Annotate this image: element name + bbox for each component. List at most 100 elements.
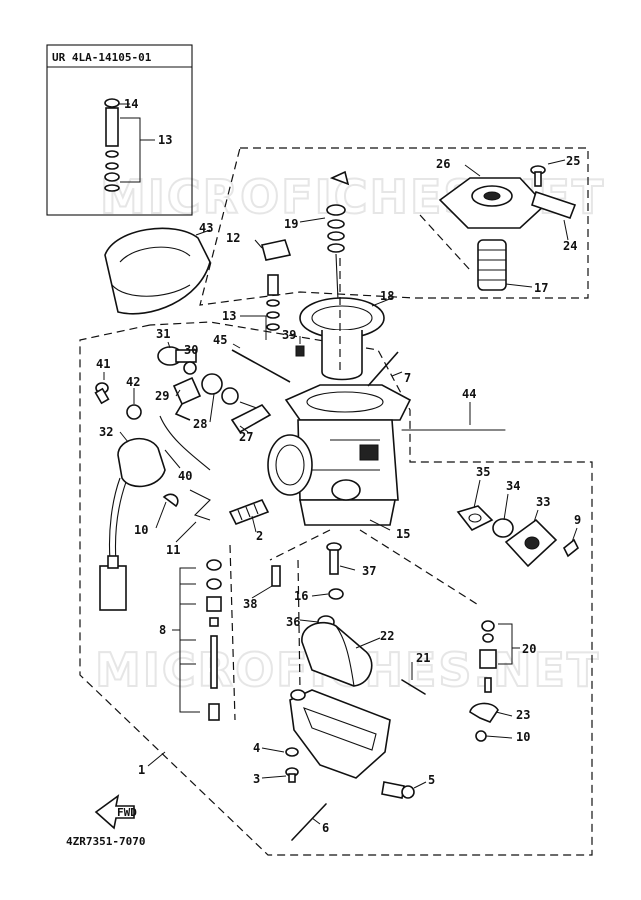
part-label-9: 9 bbox=[574, 513, 581, 527]
part-label-38: 38 bbox=[243, 597, 257, 611]
pipe-7 bbox=[367, 351, 399, 387]
part-label-17: 17 bbox=[534, 281, 548, 295]
part-label-14: 14 bbox=[124, 97, 138, 111]
part-label-40: 40 bbox=[178, 469, 192, 483]
screw-9 bbox=[562, 538, 580, 558]
cover-33 bbox=[504, 518, 558, 568]
part-label-20: 20 bbox=[522, 642, 536, 656]
bracket-23 bbox=[469, 702, 499, 723]
part-label-7: 7 bbox=[404, 371, 411, 385]
cap-bracket bbox=[531, 190, 577, 220]
part-label-37: 37 bbox=[362, 564, 376, 578]
part-label-43: 43 bbox=[199, 221, 213, 235]
part-label-44: 44 bbox=[462, 387, 476, 401]
washer-4 bbox=[285, 747, 299, 757]
part-label-13: 13 bbox=[222, 309, 236, 323]
spring-34 bbox=[492, 518, 514, 538]
part-label-5: 5 bbox=[428, 773, 435, 787]
part-label-13-inset: 13 bbox=[158, 133, 172, 147]
drain-screw-5 bbox=[381, 781, 415, 799]
hose-40 bbox=[159, 415, 211, 471]
inset-jet-assembly bbox=[104, 98, 120, 192]
part-label-11: 11 bbox=[166, 543, 180, 557]
leader-lines bbox=[103, 159, 578, 825]
guide-line-d bbox=[297, 559, 301, 691]
float-pin-21 bbox=[401, 679, 426, 695]
part-label-29: 29 bbox=[155, 389, 169, 403]
drain-hose-6 bbox=[291, 803, 327, 841]
pilot-screw-set bbox=[266, 274, 280, 331]
float-bowl bbox=[289, 689, 391, 779]
air-filter-element bbox=[104, 227, 211, 315]
part-label-3: 3 bbox=[253, 772, 260, 786]
part-label-45: 45 bbox=[213, 333, 227, 347]
part-number-labels: 14 13 25 26 24 17 19 18 43 12 13 39 45 3… bbox=[96, 97, 581, 835]
guide-line-b bbox=[359, 529, 481, 607]
part-label-32: 32 bbox=[99, 425, 113, 439]
cover-35 bbox=[456, 505, 494, 532]
part-label-1: 1 bbox=[138, 763, 145, 777]
needle-set-20 bbox=[479, 620, 497, 693]
part-label-19: 19 bbox=[284, 217, 298, 231]
washer-16 bbox=[328, 588, 344, 600]
throttle-shaft-45 bbox=[231, 349, 291, 383]
main-jet-37 bbox=[326, 542, 342, 575]
part-label-36: 36 bbox=[286, 615, 300, 629]
hose-11 bbox=[189, 489, 211, 521]
part-label-25: 25 bbox=[566, 154, 580, 168]
part-label-33: 33 bbox=[536, 495, 550, 509]
part-label-26: 26 bbox=[436, 157, 450, 171]
part-label-10: 10 bbox=[134, 523, 148, 537]
part-label-30: 30 bbox=[184, 343, 198, 357]
o-ring-42 bbox=[126, 404, 142, 420]
part-label-16: 16 bbox=[294, 589, 308, 603]
part-label-35: 35 bbox=[476, 465, 490, 479]
part-label-8: 8 bbox=[159, 623, 166, 637]
washer-30 bbox=[183, 361, 197, 375]
part-label-27: 27 bbox=[239, 430, 253, 444]
diaphragm-piston bbox=[299, 297, 385, 381]
part-label-4: 4 bbox=[253, 741, 260, 755]
front-arrow-icon: FWD bbox=[94, 794, 137, 830]
part-label-41: 41 bbox=[96, 357, 110, 371]
front-arrow-text: FWD bbox=[117, 806, 137, 819]
carburetor-cap bbox=[438, 177, 547, 229]
part-label-2: 2 bbox=[256, 529, 263, 543]
throttle-stop-screw-2 bbox=[228, 498, 270, 526]
screw-10-right bbox=[475, 730, 487, 742]
part-label-21: 21 bbox=[416, 651, 430, 665]
lever-29 bbox=[172, 376, 202, 421]
group-outline-top bbox=[199, 147, 589, 306]
part-label-12: 12 bbox=[226, 231, 240, 245]
float-22 bbox=[301, 621, 373, 687]
drawing-code: 4ZR7351-7070 bbox=[66, 835, 145, 848]
part-label-34: 34 bbox=[506, 479, 520, 493]
plate-12 bbox=[261, 239, 292, 261]
part-label-39: 39 bbox=[282, 328, 296, 342]
part-label-18: 18 bbox=[380, 289, 394, 303]
clip-10-left bbox=[162, 493, 179, 508]
guide-line-c bbox=[229, 544, 236, 721]
adjuster-31 bbox=[157, 346, 197, 366]
lever-27 bbox=[230, 403, 272, 434]
starter-plunger-32 bbox=[99, 437, 166, 611]
spring-28 bbox=[201, 373, 263, 411]
throttle-spring bbox=[477, 239, 507, 291]
inset-box: UR 4LA-14105-01 bbox=[46, 44, 193, 216]
part-label-42: 42 bbox=[126, 375, 140, 389]
cap-screw bbox=[530, 165, 546, 187]
part-label-6: 6 bbox=[322, 821, 329, 835]
part-label-24: 24 bbox=[563, 239, 577, 253]
jet-needle-assembly bbox=[326, 170, 350, 301]
part-label-31: 31 bbox=[156, 327, 170, 341]
part-label-22: 22 bbox=[380, 629, 394, 643]
screw-3 bbox=[285, 767, 299, 783]
part-label-23: 23 bbox=[516, 708, 530, 722]
pilot-jet-38 bbox=[271, 565, 281, 587]
inset-code: UR 4LA-14105-01 bbox=[52, 51, 152, 64]
screw-39 bbox=[295, 345, 305, 357]
part-label-28: 28 bbox=[193, 417, 207, 431]
screw-41 bbox=[94, 382, 110, 405]
part-label-10-right: 10 bbox=[516, 730, 530, 744]
